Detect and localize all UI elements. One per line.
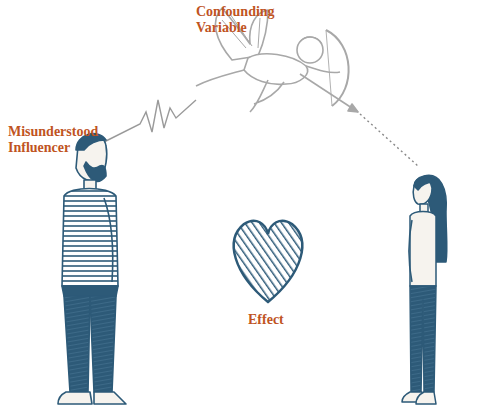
signal-zigzag bbox=[104, 100, 196, 142]
arrow-trajectory bbox=[360, 114, 418, 166]
man-figure bbox=[58, 134, 126, 404]
label-text: Effect bbox=[248, 312, 328, 328]
heart-symbol bbox=[234, 221, 302, 302]
label-text: Confounding Variable bbox=[196, 4, 286, 36]
woman-figure bbox=[402, 175, 447, 404]
label-text: Misunderstood Influencer bbox=[8, 124, 104, 156]
